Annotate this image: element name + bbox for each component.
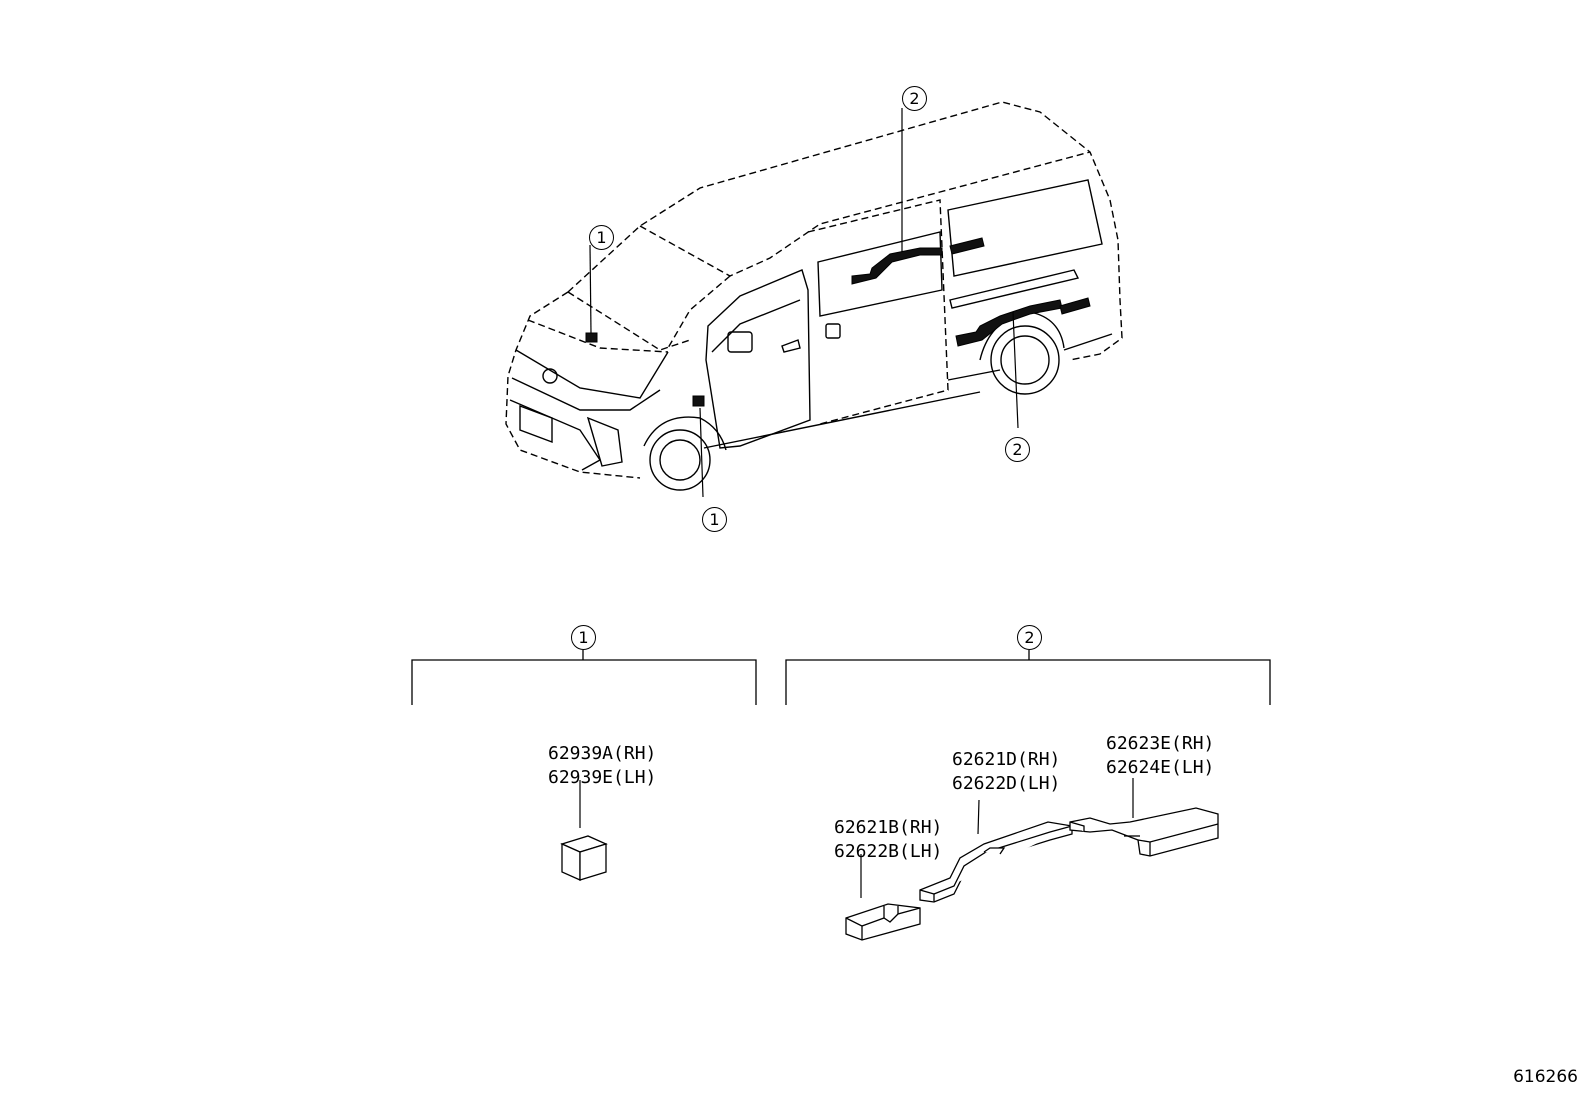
part-wedge-62621B bbox=[845, 903, 921, 941]
part-label-62621D: 62621D(RH) bbox=[952, 749, 1061, 770]
marker-lower-insulator bbox=[955, 299, 1063, 347]
marker-hood-insulator bbox=[585, 332, 598, 343]
marker-upper-insulator-rear bbox=[949, 237, 985, 255]
marker-lower-insulator-rear bbox=[1059, 297, 1091, 315]
marker-upper-insulator bbox=[851, 247, 943, 285]
part-label-62622B: 62622B(LH) bbox=[834, 841, 943, 862]
group1-bracket bbox=[411, 659, 757, 705]
part-label-62621B: 62621B(RH) bbox=[834, 817, 943, 838]
group2-callout: 2 bbox=[1017, 625, 1042, 650]
part-strip-62621D bbox=[919, 821, 1073, 903]
group-brackets bbox=[411, 650, 1271, 705]
part-illustrations bbox=[560, 807, 1219, 941]
part-label-62939A: 62939A(RH) bbox=[548, 743, 657, 764]
van-illustration bbox=[505, 101, 1123, 491]
leader-lines bbox=[579, 108, 1134, 898]
marker-fender-insulator bbox=[692, 395, 705, 407]
part-label-62624E: 62624E(LH) bbox=[1106, 757, 1215, 778]
part-label-62939E: 62939E(LH) bbox=[548, 767, 657, 788]
callout-2-upper: 2 bbox=[902, 86, 927, 111]
part-label-62622D: 62622D(LH) bbox=[952, 773, 1061, 794]
callout-1-hood: 1 bbox=[589, 225, 614, 250]
van-part-markers bbox=[585, 237, 1091, 407]
part-block-62939 bbox=[560, 835, 608, 882]
callout-1-fender: 1 bbox=[702, 507, 727, 532]
part-label-62623E: 62623E(RH) bbox=[1106, 733, 1215, 754]
figure-number: 616266 bbox=[1513, 1067, 1578, 1087]
group2-bracket bbox=[785, 659, 1271, 705]
callout-2-lower: 2 bbox=[1005, 437, 1030, 462]
part-step-62623E bbox=[1069, 807, 1219, 857]
group1-callout: 1 bbox=[571, 625, 596, 650]
